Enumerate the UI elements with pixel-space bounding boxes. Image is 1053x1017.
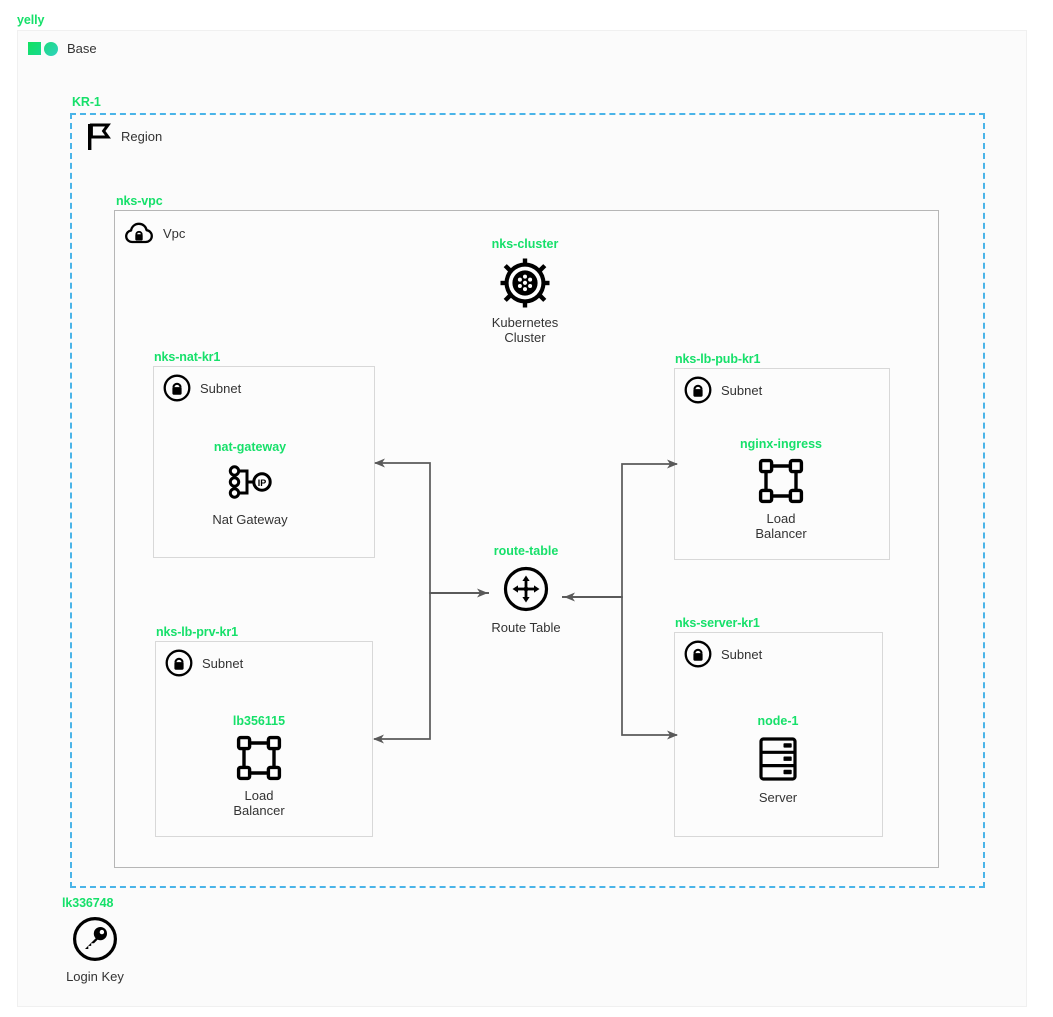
base-logo-icon bbox=[28, 41, 58, 56]
subnet-nks-nat-kr1-header-label: Subnet bbox=[200, 380, 242, 396]
subnet-nks-lb-prv-kr1-header: Subnet bbox=[165, 649, 243, 677]
node-lb356115[interactable]: lb356115 Load Balancer bbox=[189, 714, 329, 818]
nat-gateway-icon: IP bbox=[226, 461, 274, 505]
node-nginx-ingress-title: nginx-ingress bbox=[740, 437, 822, 451]
flag-icon bbox=[84, 121, 112, 151]
node-node-1-title: node-1 bbox=[757, 714, 799, 728]
router-icon bbox=[502, 565, 550, 613]
base-header-label: Base bbox=[67, 41, 97, 56]
node-lb356115-title: lb356115 bbox=[232, 714, 286, 728]
node-nat-gateway[interactable]: nat-gateway IP Nat Gateway bbox=[180, 440, 320, 527]
node-nat-gateway-caption: Nat Gateway bbox=[212, 512, 288, 527]
subnet-nks-server-kr1-container bbox=[674, 632, 883, 837]
subnet-nks-server-kr1-header: Subnet bbox=[684, 640, 762, 668]
subnet-nks-lb-pub-kr1-header-label: Subnet bbox=[721, 382, 763, 398]
key-icon bbox=[72, 916, 118, 962]
subnet-nks-server-kr1-header-label: Subnet bbox=[721, 646, 763, 662]
subnet-nks-lb-pub-kr1-header: Subnet bbox=[684, 376, 762, 404]
root-group-label: yelly bbox=[17, 13, 45, 27]
kubernetes-helm-icon bbox=[500, 258, 550, 308]
region-header: Region bbox=[84, 121, 162, 151]
vpc-header: Vpc bbox=[124, 219, 185, 247]
node-route-table-title: route-table bbox=[493, 544, 559, 558]
region-header-label: Region bbox=[121, 128, 163, 144]
node-route-table[interactable]: route-table Route Table bbox=[456, 544, 596, 635]
node-nginx-ingress-caption: Load Balancer bbox=[755, 511, 807, 541]
region-container bbox=[70, 113, 985, 888]
subnet-nks-lb-prv-kr1-container bbox=[155, 641, 373, 837]
login-key-group-label: lk336748 bbox=[62, 896, 114, 910]
node-nks-cluster-caption: Kubernetes Cluster bbox=[491, 315, 559, 345]
node-login-key[interactable]: Login Key bbox=[25, 916, 165, 984]
subnet-nks-nat-kr1-label: nks-nat-kr1 bbox=[154, 350, 221, 364]
lock-circle-icon bbox=[163, 374, 191, 402]
subnet-nks-nat-kr1-header: Subnet bbox=[163, 374, 241, 402]
node-node-1-caption: Server bbox=[758, 790, 798, 805]
subnet-nks-server-kr1-label: nks-server-kr1 bbox=[675, 616, 760, 630]
node-nat-gateway-title: nat-gateway bbox=[213, 440, 287, 454]
node-login-key-caption: Login Key bbox=[66, 969, 124, 984]
base-header: Base bbox=[28, 41, 97, 56]
region-group-label: KR-1 bbox=[72, 95, 101, 109]
cloud-lock-icon bbox=[124, 219, 154, 247]
node-lb356115-caption: Load Balancer bbox=[233, 788, 285, 818]
svg-text:IP: IP bbox=[258, 478, 267, 488]
subnet-nks-lb-prv-kr1-header-label: Subnet bbox=[202, 655, 244, 671]
node-node-1[interactable]: node-1 Server bbox=[708, 714, 848, 805]
lock-circle-icon bbox=[684, 376, 712, 404]
node-nks-cluster[interactable]: nks-cluster bbox=[455, 237, 595, 345]
server-rack-icon bbox=[755, 735, 801, 783]
lock-circle-icon bbox=[684, 640, 712, 668]
subnet-nks-lb-prv-kr1-label: nks-lb-prv-kr1 bbox=[156, 625, 238, 639]
node-nks-cluster-title: nks-cluster bbox=[491, 237, 559, 251]
subnet-nks-lb-pub-kr1-container bbox=[674, 368, 890, 560]
node-nginx-ingress[interactable]: nginx-ingress Load Balancer bbox=[711, 437, 851, 541]
vpc-group-label: nks-vpc bbox=[116, 194, 163, 208]
lock-circle-icon bbox=[165, 649, 193, 677]
load-balancer-icon bbox=[758, 458, 804, 504]
vpc-header-label: Vpc bbox=[163, 225, 186, 241]
node-route-table-caption: Route Table bbox=[491, 620, 561, 635]
load-balancer-icon bbox=[236, 735, 282, 781]
subnet-nks-lb-pub-kr1-label: nks-lb-pub-kr1 bbox=[675, 352, 761, 366]
